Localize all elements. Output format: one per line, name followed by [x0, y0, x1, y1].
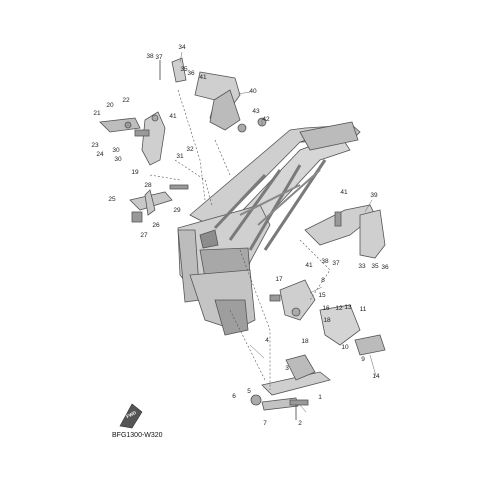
callout-38-top: 38	[146, 52, 154, 60]
right-passenger-bracket	[304, 204, 386, 259]
side-stand-assembly	[250, 354, 331, 420]
callout-3: 3	[285, 364, 289, 372]
callout-19: 19	[131, 168, 139, 176]
shift-lever-assembly	[129, 184, 189, 223]
callout-1: 1	[318, 393, 322, 401]
callout-42: 42	[262, 115, 270, 123]
callout-35-top: 35	[180, 65, 188, 73]
callout-27: 27	[140, 231, 148, 239]
drawing-code: BFG1300-W320	[112, 432, 163, 439]
callout-11: 11	[359, 305, 367, 313]
callout-41-top: 41	[199, 73, 207, 81]
callout-41-right-lower: 41	[305, 261, 313, 269]
callout-33: 33	[358, 262, 366, 270]
callout-41-right-upper: 41	[340, 188, 348, 196]
callout-40: 40	[249, 87, 257, 95]
callout-37-right: 37	[332, 259, 340, 267]
callout-12: 12	[335, 304, 343, 312]
callout-37-top: 37	[155, 53, 163, 61]
callout-36-right: 36	[381, 263, 389, 271]
callout-21: 21	[93, 109, 101, 117]
callout-9: 9	[361, 355, 365, 363]
right-rider-footrest-assembly	[269, 279, 386, 356]
callout-30-a: 30	[112, 146, 120, 154]
callout-28: 28	[144, 181, 152, 189]
callout-5: 5	[247, 387, 251, 395]
callout-36-top: 36	[187, 69, 195, 77]
main-frame	[177, 121, 361, 336]
callout-13: 13	[344, 303, 352, 311]
callout-4: 4	[265, 336, 269, 344]
callout-38-right: 38	[321, 257, 329, 265]
callout-20: 20	[106, 101, 114, 109]
callout-6: 6	[232, 392, 236, 400]
callout-24: 24	[96, 150, 104, 158]
callout-22: 22	[122, 96, 130, 104]
fwd-arrow-icon	[119, 403, 143, 429]
callout-30-b: 30	[114, 155, 122, 163]
callout-18-upper: 18	[323, 316, 331, 324]
callout-2: 2	[298, 419, 302, 427]
callout-8: 8	[321, 276, 325, 284]
callout-23: 23	[91, 141, 99, 149]
callout-29: 29	[173, 206, 181, 214]
callout-16: 16	[322, 304, 330, 312]
callout-31: 31	[176, 152, 184, 160]
callout-15: 15	[318, 291, 326, 299]
callout-10: 10	[341, 343, 349, 351]
callout-7: 7	[263, 419, 267, 427]
callout-32: 32	[186, 145, 194, 153]
callout-34: 34	[178, 43, 186, 51]
leader-lines	[149, 89, 331, 390]
callout-25: 25	[108, 195, 116, 203]
callout-leaders	[179, 51, 377, 413]
callout-17: 17	[275, 275, 283, 283]
callout-14: 14	[372, 372, 380, 380]
callout-18-lower: 18	[301, 337, 309, 345]
passenger-footrest-bracket-top	[159, 57, 267, 133]
callout-39: 39	[370, 191, 378, 199]
callout-35-right: 35	[371, 262, 379, 270]
left-rider-footrest-assembly	[99, 111, 166, 166]
callout-41-mid: 41	[169, 112, 177, 120]
callout-26: 26	[152, 221, 160, 229]
callout-43: 43	[252, 107, 260, 115]
